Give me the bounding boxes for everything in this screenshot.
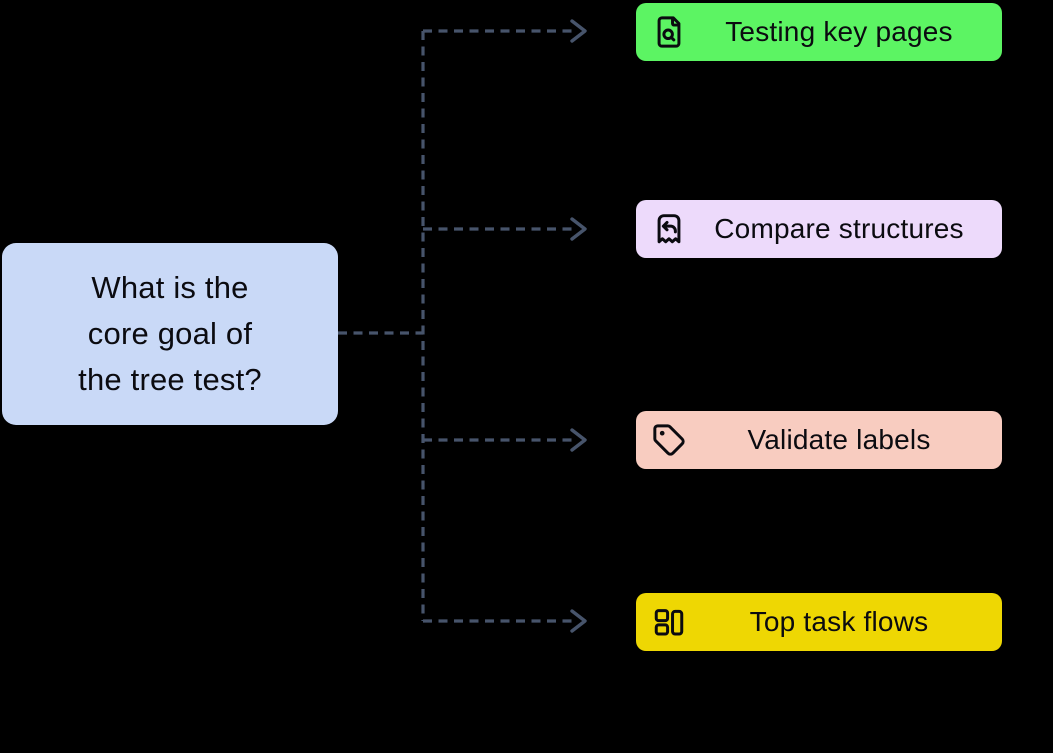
- layout-blocks-icon: [652, 605, 686, 639]
- tag-icon: [652, 423, 686, 457]
- option-label: Testing key pages: [725, 16, 953, 47]
- option-node-testing-key-pages[interactable]: Testing key pages: [636, 3, 1002, 61]
- question-line: the tree test?: [78, 362, 262, 397]
- question-node[interactable]: What is the core goal of the tree test?: [2, 243, 338, 425]
- receipt-undo-icon: [652, 212, 686, 246]
- arrowhead-1: [570, 19, 587, 43]
- option-label: Compare structures: [714, 213, 964, 244]
- arrowhead-2: [570, 217, 587, 241]
- question-line: core goal of: [87, 316, 253, 351]
- option-node-top-task-flows[interactable]: Top task flows: [636, 593, 1002, 651]
- question-line: What is the: [91, 270, 249, 305]
- option-node-compare-structures[interactable]: Compare structures: [636, 200, 1002, 258]
- arrowhead-3: [570, 428, 587, 452]
- option-node-validate-labels[interactable]: Validate labels: [636, 411, 1002, 469]
- file-search-icon: [652, 15, 686, 49]
- option-label: Validate labels: [747, 424, 931, 455]
- option-label: Top task flows: [749, 606, 929, 637]
- arrowhead-4: [570, 609, 587, 633]
